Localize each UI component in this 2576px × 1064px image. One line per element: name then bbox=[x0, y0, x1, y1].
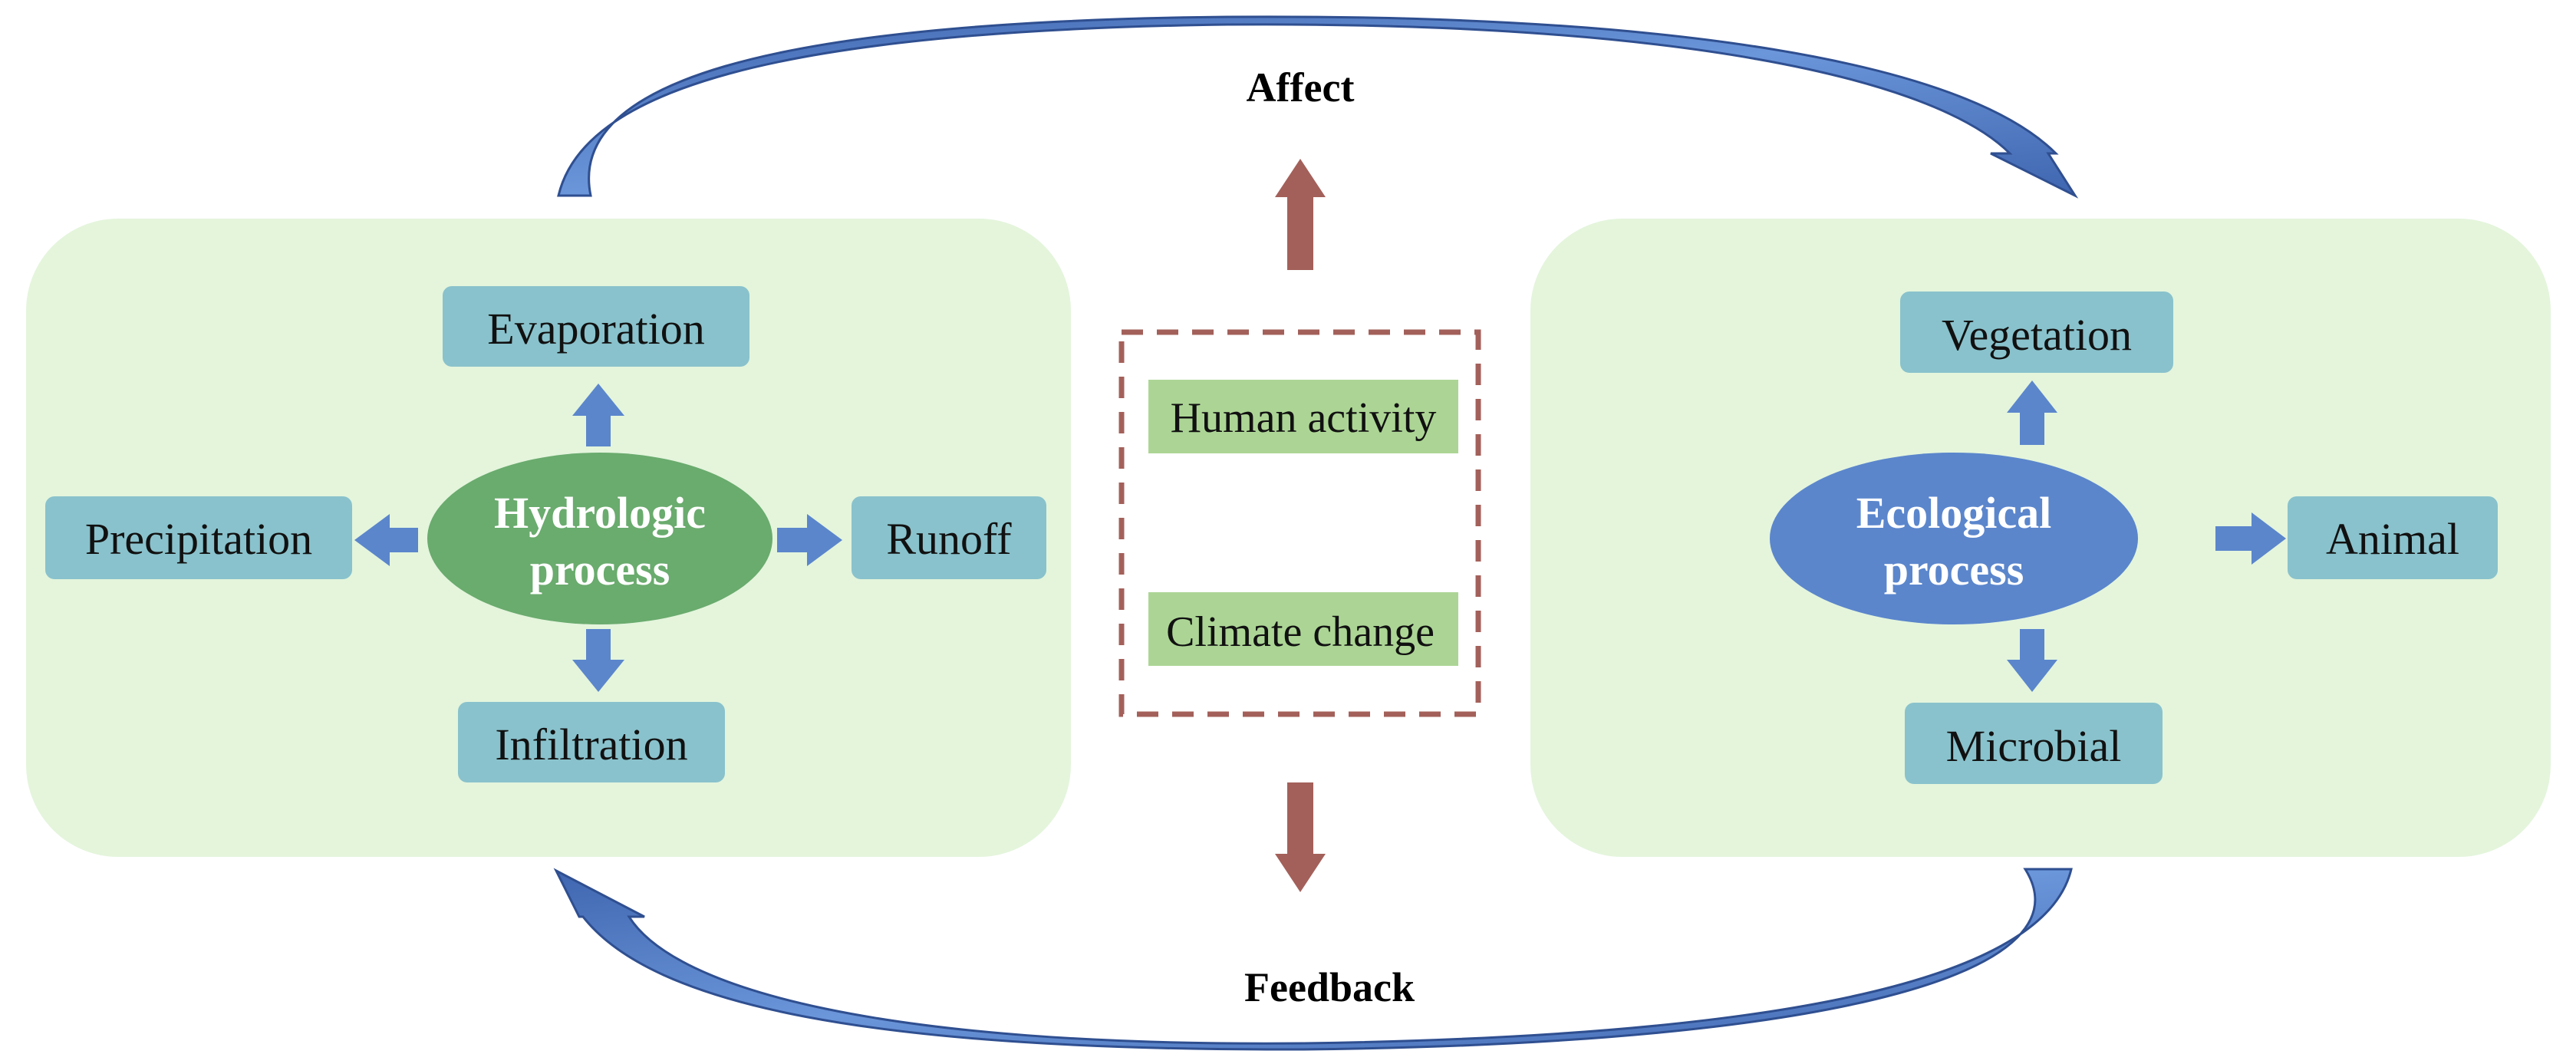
microbial-label: Microbial bbox=[1946, 721, 2122, 771]
vegetation-label: Vegetation bbox=[1942, 310, 2132, 360]
drivers-dashed-box bbox=[1118, 329, 1481, 717]
microbial-node bbox=[1905, 703, 2163, 784]
animal-node bbox=[2288, 496, 2498, 579]
arrow-to-runoff bbox=[777, 514, 842, 566]
climate-change-box bbox=[1148, 592, 1458, 666]
ecological-process-ellipse bbox=[1770, 453, 2138, 624]
feedback-curved-arrow bbox=[553, 868, 2073, 1051]
arrow-to-vegetation bbox=[2007, 380, 2057, 445]
hydrologic-center-line1: Hydrologic bbox=[494, 488, 706, 538]
human-activity-label: Human activity bbox=[1171, 394, 1437, 442]
arrow-to-evaporation bbox=[572, 384, 624, 446]
vegetation-node bbox=[1900, 292, 2173, 373]
hydrologic-center-line2: process bbox=[530, 545, 670, 595]
affect-label: Affect bbox=[1247, 64, 1355, 110]
precipitation-label: Precipitation bbox=[85, 514, 312, 564]
infiltration-node bbox=[458, 702, 725, 782]
brown-down-arrow bbox=[1275, 782, 1326, 892]
arrow-to-infiltration bbox=[572, 629, 624, 692]
evaporation-label: Evaporation bbox=[487, 304, 704, 354]
arrow-to-microbial bbox=[2007, 629, 2057, 692]
infiltration-label: Infiltration bbox=[495, 720, 687, 769]
human-activity-box bbox=[1148, 380, 1458, 453]
arrow-to-precipitation bbox=[354, 514, 418, 566]
affect-curved-arrow bbox=[557, 15, 2079, 199]
arrow-to-animal bbox=[2215, 512, 2286, 565]
animal-label: Animal bbox=[2326, 514, 2459, 564]
brown-up-arrow bbox=[1275, 159, 1326, 270]
feedback-label: Feedback bbox=[1244, 964, 1415, 1010]
runoff-label: Runoff bbox=[886, 514, 1012, 564]
evaporation-node bbox=[443, 286, 749, 367]
runoff-node bbox=[852, 496, 1046, 579]
precipitation-node bbox=[45, 496, 352, 579]
climate-change-label: Climate change bbox=[1166, 608, 1435, 656]
hydrologic-process-ellipse bbox=[427, 453, 772, 624]
ecological-center-line2: process bbox=[1884, 545, 2024, 595]
ecological-center-line1: Ecological bbox=[1856, 488, 2052, 538]
